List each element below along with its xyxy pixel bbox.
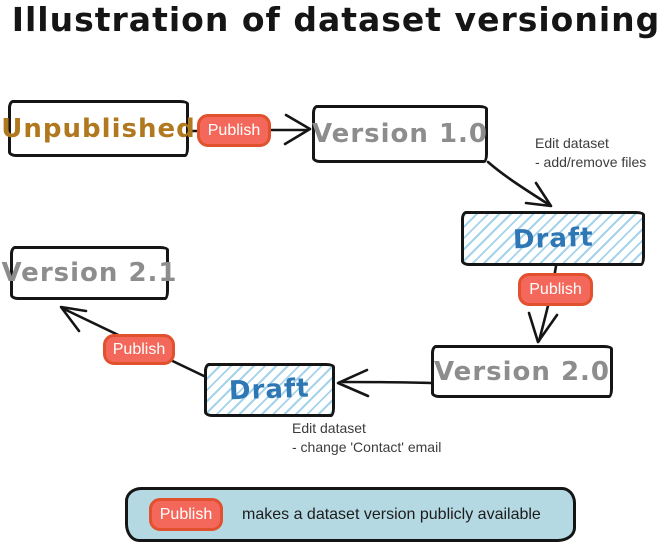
node-unpublished-label: Unpublished: [1, 113, 196, 144]
annotation-edit-1-line1: Edit dataset: [535, 135, 609, 151]
arrow-version-2-0-to-draft-2-head: [336, 368, 370, 398]
arrow-draft-1-to-version-2-0-head: [527, 311, 559, 344]
node-draft-1: Draft: [461, 211, 645, 266]
publish-button-2[interactable]: Publish: [518, 273, 593, 306]
node-version-2-1: Version 2.1: [1, 246, 177, 300]
node-version-2-0: Version 2.0: [431, 345, 613, 398]
page-title: Illustration of dataset versioning: [11, 0, 661, 39]
annotation-edit-2-line1: Edit dataset: [292, 420, 366, 436]
node-draft-1-label: Draft: [512, 222, 594, 255]
node-draft-2: Draft: [204, 363, 335, 417]
annotation-edit-1-line2: - add/remove files: [535, 154, 647, 170]
node-unpublished: Unpublished: [1, 100, 195, 157]
legend-publish-button[interactable]: Publish: [149, 498, 223, 531]
annotation-edit-2-line2: - change 'Contact' email: [292, 439, 442, 455]
legend-box: Publish makes a dataset version publicly…: [125, 487, 576, 542]
arrow-publish-to-version-1-0-head: [283, 113, 312, 146]
node-version-1-0: Version 1.0: [312, 105, 488, 163]
arrow-version-1-0-to-draft-1-shaft: [486, 160, 550, 206]
arrow-draft-2-to-version-2-1-head: [59, 305, 88, 333]
annotation-edit-dataset-1: Edit dataset - add/remove files: [535, 134, 646, 172]
node-draft-2-label: Draft: [228, 373, 311, 407]
arrow-version-2-0-to-draft-2-shaft: [341, 380, 433, 385]
node-version-1-0-label: Version 1.0: [311, 119, 489, 149]
node-version-2-0-label: Version 2.0: [433, 356, 611, 387]
legend-text: makes a dataset version publicly availab…: [242, 505, 541, 523]
annotation-edit-dataset-2: Edit dataset - change 'Contact' email: [292, 419, 441, 457]
publish-button-3[interactable]: Publish: [103, 334, 175, 365]
arrow-version-1-0-to-draft-1-head: [524, 181, 553, 208]
publish-button-1[interactable]: Publish: [197, 114, 271, 147]
node-version-2-1-label: Version 2.1: [1, 258, 178, 288]
